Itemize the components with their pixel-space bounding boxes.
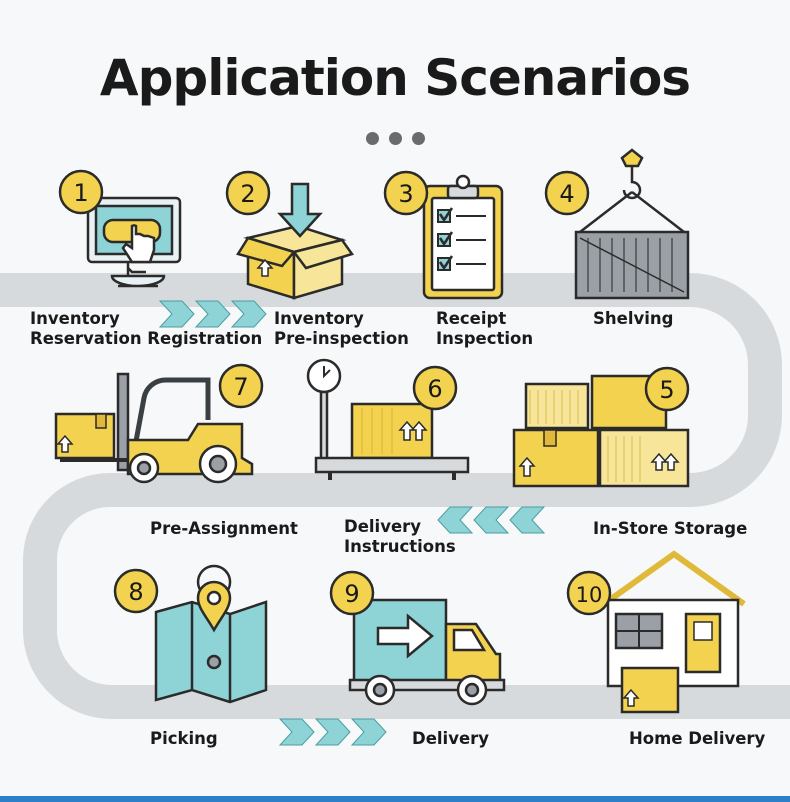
house-icon xyxy=(602,550,746,714)
step-label-5: In-Store Storage xyxy=(593,519,748,538)
step-number-3: 3 xyxy=(398,180,413,208)
map-pin-icon xyxy=(154,564,268,704)
process-path xyxy=(0,273,790,719)
chevron-arrows-left xyxy=(437,506,546,534)
page-title: Application Scenarios xyxy=(99,49,691,107)
step-label-4: Shelving xyxy=(593,309,674,328)
step-number-7: 7 xyxy=(233,373,248,401)
step-label-9: Delivery xyxy=(412,729,490,748)
step-number-8: 8 xyxy=(128,578,143,606)
step-label-10: Home Delivery xyxy=(629,729,766,748)
step-badge-4 xyxy=(544,170,590,216)
ellipsis-icon xyxy=(366,132,426,145)
step-badge-1 xyxy=(58,169,104,215)
chevron-arrows-right-2 xyxy=(278,718,387,746)
step-badge-3 xyxy=(383,170,429,216)
step-number-1: 1 xyxy=(73,179,88,207)
chevron-arrows-right-1 xyxy=(158,300,267,328)
step-badge-9 xyxy=(329,570,375,616)
step-number-4: 4 xyxy=(559,180,574,208)
step-badge-10 xyxy=(566,570,612,616)
step-badge-5 xyxy=(644,366,690,412)
step-badges xyxy=(58,169,690,616)
crane-container-icon xyxy=(574,148,690,300)
box-arrow-down-icon xyxy=(236,182,355,300)
step-number-6: 6 xyxy=(427,375,442,403)
step-badge-2 xyxy=(225,170,271,216)
stacked-boxes-icon xyxy=(512,374,690,488)
step-badge-7 xyxy=(218,363,264,409)
computer-touch-icon xyxy=(86,196,182,288)
step-badge-8 xyxy=(113,568,159,614)
step-label-8: Picking xyxy=(150,729,218,748)
step-number-9: 9 xyxy=(344,580,359,608)
step-label-7: Pre-Assignment xyxy=(150,519,298,538)
step-number-10: 10 xyxy=(576,583,603,607)
step-number-2: 2 xyxy=(240,180,255,208)
forklift-icon xyxy=(54,372,254,484)
step-number-5: 5 xyxy=(659,376,674,404)
bottom-accent-bar xyxy=(0,796,790,802)
clipboard-checklist-icon xyxy=(422,174,504,300)
delivery-truck-icon xyxy=(348,598,506,706)
weighing-scale-icon xyxy=(306,358,470,480)
step-badge-6 xyxy=(412,365,458,411)
